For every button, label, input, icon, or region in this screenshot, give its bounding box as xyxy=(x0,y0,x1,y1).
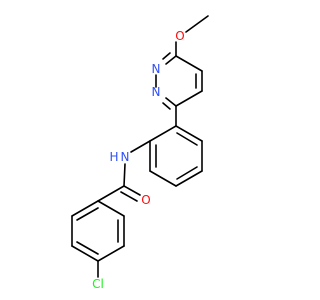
bond-ring3-c3-c4-double xyxy=(76,241,99,255)
bond-ring2-c3-c4-double xyxy=(176,166,198,180)
bond-phenyl-amide-n xyxy=(130,140,151,153)
atom-chlorine: Cl xyxy=(92,277,104,291)
bond-ring2-c4-c5 xyxy=(149,170,177,187)
bond-carbonyl-ch2 xyxy=(97,185,125,202)
bond-ring1-c6-n1-double xyxy=(162,52,171,60)
atom-pyridazine-nitrogen-2: N xyxy=(152,85,161,99)
bond-ring1-n2-c3-double xyxy=(162,102,171,110)
bond-carbonyl-o-double xyxy=(120,191,138,202)
bond-amide-n-carbonyl xyxy=(123,163,126,187)
bond-ring3-c3-c4 xyxy=(71,245,99,262)
bond-ch2-aryl xyxy=(97,200,125,217)
bond-ring3-c2-c3 xyxy=(97,245,125,262)
atom-amide-nitrogen: N xyxy=(121,150,130,164)
bond-ring1-n2-c3 xyxy=(165,97,177,107)
bond-ring1-c6-n1 xyxy=(165,55,177,65)
bond-ring2-c3-c4 xyxy=(175,170,203,187)
bond-ring2-c1-c2 xyxy=(175,125,203,142)
bond-ring3-c5-c6 xyxy=(71,200,99,217)
bond-ring1-c5-c6 xyxy=(175,55,203,72)
bond-ring2-c6-c1 xyxy=(149,125,177,142)
bonds xyxy=(71,15,209,278)
atom-pyridazine-nitrogen-1: N xyxy=(152,62,161,76)
bond-methyl-o xyxy=(185,15,209,33)
atom-carbonyl-oxygen: O xyxy=(141,193,150,207)
bond-ring2-c1-c2-double xyxy=(176,132,198,146)
atom-labels: O N N N H O Cl xyxy=(92,29,185,291)
atom-amide-hydrogen: H xyxy=(109,150,118,164)
bond-ring1-c3-c4 xyxy=(175,90,203,107)
bond-ring3-c5-c6-double xyxy=(76,207,99,221)
atom-methoxy-oxygen: O xyxy=(175,29,184,43)
chemical-structure: O N N N H O Cl xyxy=(71,15,209,291)
bond-carbonyl-o xyxy=(123,185,141,196)
